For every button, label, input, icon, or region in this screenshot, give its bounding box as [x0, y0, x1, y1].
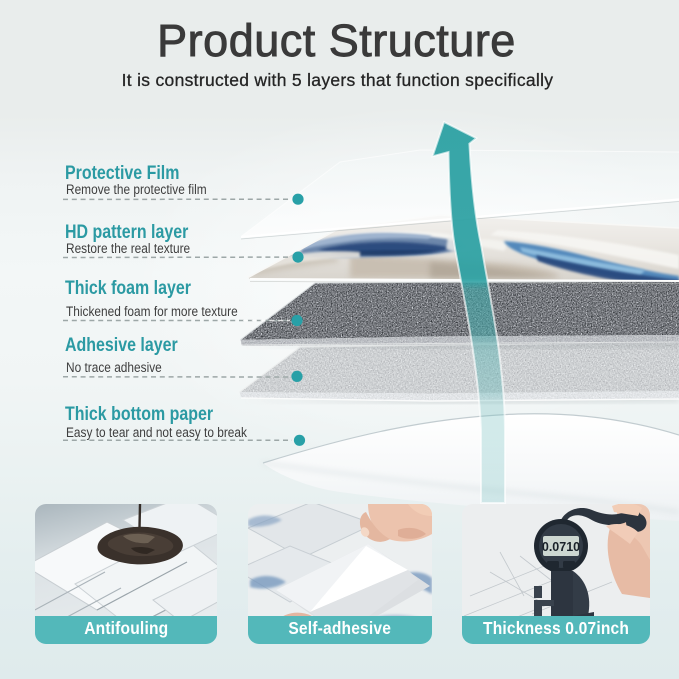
- svg-text:0.0710: 0.0710: [542, 540, 580, 554]
